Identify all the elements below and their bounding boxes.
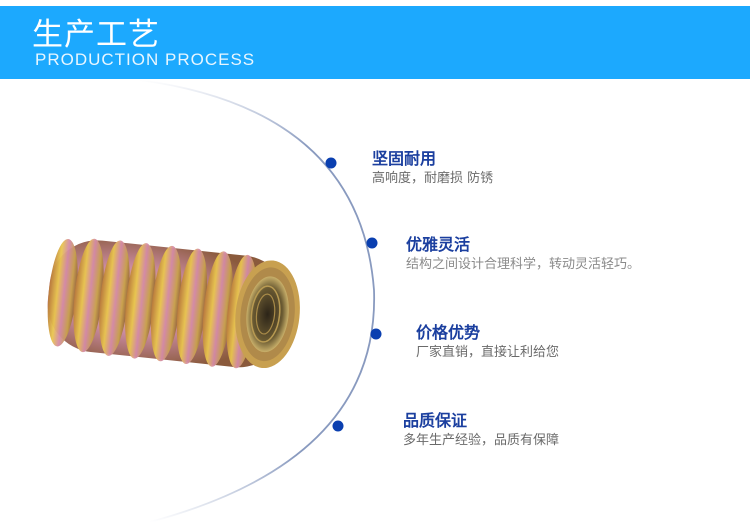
feature-title: 品质保证	[403, 411, 468, 430]
feature-description: 厂家直销，直接让利给您	[416, 345, 560, 360]
banner-title-english: PRODUCTION PROCESS	[35, 50, 256, 69]
timeline-dot-2	[366, 237, 378, 249]
feature-title: 优雅灵活	[406, 235, 471, 254]
header-banner: 生产工艺 PRODUCTION PROCESS	[0, 6, 750, 79]
timeline-dot-1	[325, 157, 337, 169]
feature-price-advantage: 价格优势 厂家直销，直接让利给您	[416, 324, 559, 361]
feature-title: 价格优势	[416, 323, 481, 342]
feature-description: 高响度，耐磨损 防锈	[372, 171, 494, 186]
timeline-dot-4	[332, 420, 344, 432]
feature-durable: 坚固耐用 高响度，耐磨损 防锈	[372, 150, 493, 187]
timeline-dot-3	[370, 328, 382, 340]
feature-description: 结构之间设计合理科学，转动灵活轻巧。	[406, 257, 641, 272]
arc-path	[139, 79, 375, 523]
feature-quality-guarantee: 品质保证 多年生产经验，品质有保障	[403, 412, 559, 449]
feature-elegant-flexible: 优雅灵活 结构之间设计合理科学，转动灵活轻巧。	[406, 236, 640, 273]
product-image	[47, 238, 300, 369]
feature-description: 多年生产经验，品质有保障	[403, 433, 560, 448]
banner-title-chinese: 生产工艺	[32, 17, 160, 53]
feature-title: 坚固耐用	[372, 149, 437, 168]
